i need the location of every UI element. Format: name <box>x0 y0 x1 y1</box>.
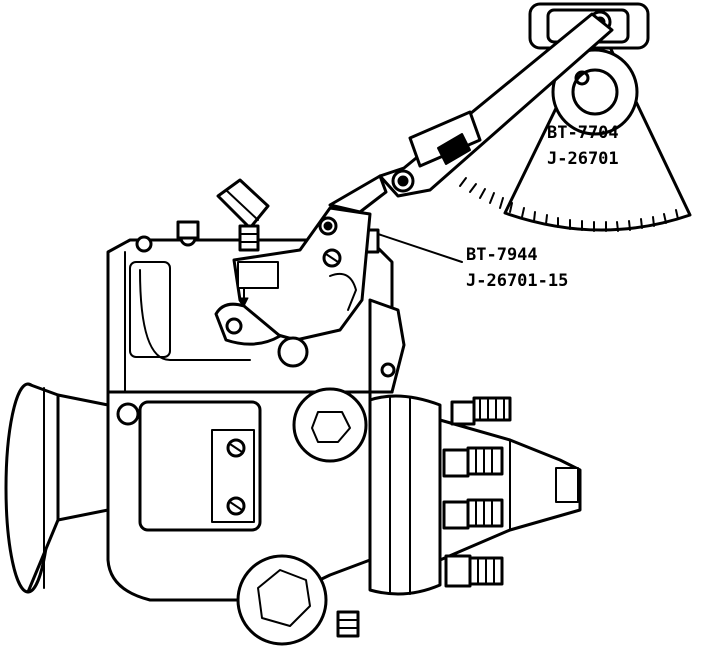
governor-housing <box>368 298 406 394</box>
gauge-part-number-j: J-26701 <box>547 149 619 169</box>
pump-body <box>4 220 582 646</box>
gauge-part-label: BT-7704 J-26701 <box>547 120 619 172</box>
outlet-fittings <box>442 396 512 588</box>
pointer-arm <box>328 12 614 214</box>
gauge-part-number-bt: BT-7704 <box>547 123 619 143</box>
degree-wheel-gauge <box>459 2 692 232</box>
adapter-part-label: BT-7944 J-26701-15 <box>466 242 568 294</box>
adapter-part-number-bt: BT-7944 <box>466 245 538 265</box>
timing-adapter <box>214 178 372 368</box>
adapter-part-number-j: J-26701-15 <box>466 271 569 291</box>
gauge-tick-marks <box>459 177 679 232</box>
